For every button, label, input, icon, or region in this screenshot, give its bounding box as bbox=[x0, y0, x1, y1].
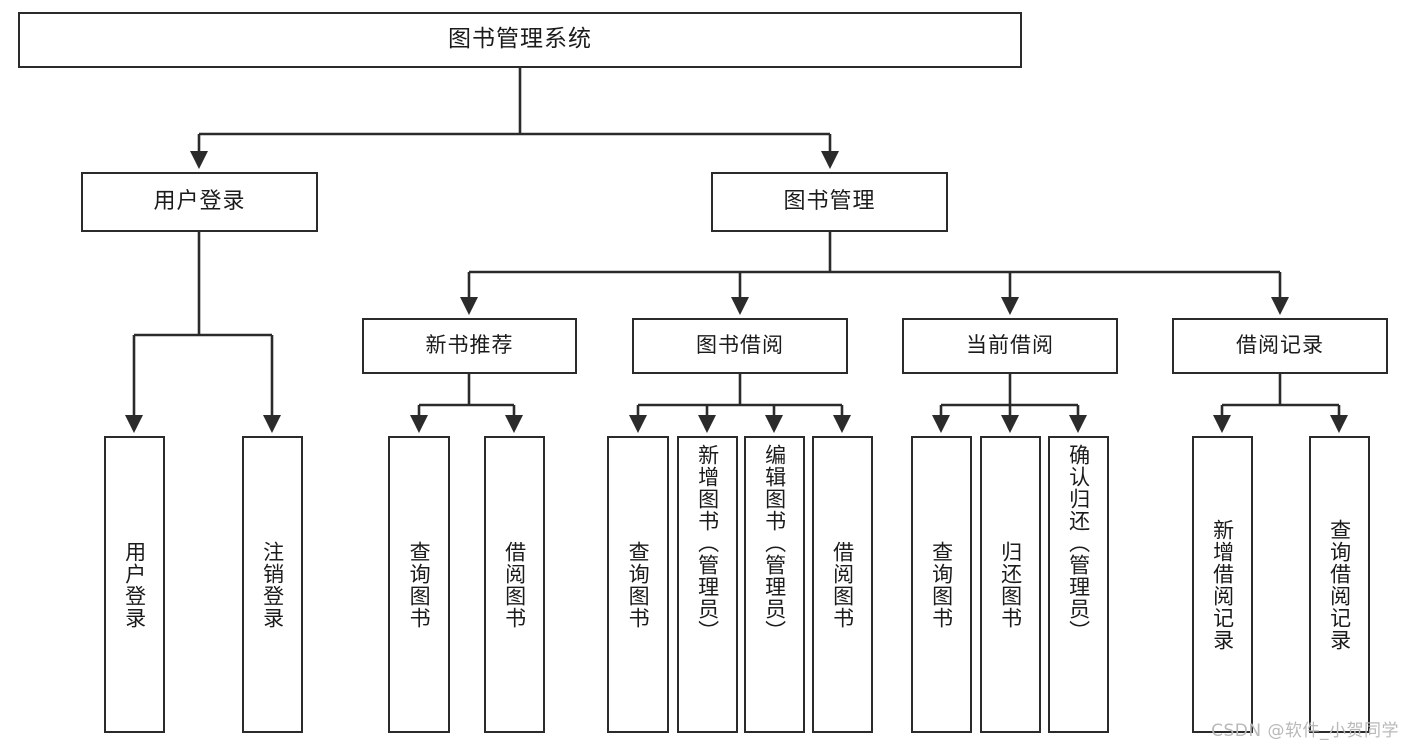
node-user-login[interactable]: 用户登录 bbox=[81, 172, 318, 232]
watermark: CSDN @软件_小贺同学 bbox=[1211, 721, 1399, 741]
node-root-label: 图书管理系统 bbox=[448, 26, 592, 53]
node-book-manage-label: 图书管理 bbox=[783, 188, 876, 214]
leaf-label: 编辑图书（管理员） bbox=[762, 444, 787, 642]
node-borrow-record[interactable]: 借阅记录 bbox=[1172, 318, 1388, 374]
node-current-borrow[interactable]: 当前借阅 bbox=[902, 318, 1118, 374]
leaf-user-login-login[interactable]: 用户登录 bbox=[104, 436, 165, 733]
leaf-book-borrow-borrow[interactable]: 借阅图书 bbox=[812, 436, 873, 733]
leaf-label: 确认归还（管理员） bbox=[1066, 444, 1091, 642]
leaf-label: 借阅图书 bbox=[502, 540, 527, 629]
node-user-login-label: 用户登录 bbox=[153, 188, 246, 214]
leaf-label: 新增借阅记录 bbox=[1210, 518, 1235, 651]
leaf-book-borrow-add[interactable]: 新增图书（管理员） bbox=[677, 436, 738, 733]
node-book-manage[interactable]: 图书管理 bbox=[711, 172, 948, 232]
node-book-borrow-label: 图书借阅 bbox=[696, 333, 784, 358]
leaf-current-borrow-return[interactable]: 归还图书 bbox=[980, 436, 1041, 733]
node-current-borrow-label: 当前借阅 bbox=[966, 333, 1054, 358]
node-new-book-recommend[interactable]: 新书推荐 bbox=[362, 318, 577, 374]
leaf-label: 查询图书 bbox=[626, 540, 651, 629]
leaf-new-book-query[interactable]: 查询图书 bbox=[388, 436, 450, 733]
leaf-user-login-logout[interactable]: 注销登录 bbox=[242, 436, 303, 733]
leaf-current-borrow-confirm[interactable]: 确认归还（管理员） bbox=[1048, 436, 1109, 733]
leaf-new-book-borrow[interactable]: 借阅图书 bbox=[484, 436, 545, 733]
leaf-label: 用户登录 bbox=[122, 540, 147, 629]
leaf-current-borrow-query[interactable]: 查询图书 bbox=[911, 436, 972, 733]
leaf-borrow-record-query[interactable]: 查询借阅记录 bbox=[1309, 436, 1370, 733]
node-root[interactable]: 图书管理系统 bbox=[18, 12, 1022, 68]
leaf-borrow-record-add[interactable]: 新增借阅记录 bbox=[1192, 436, 1253, 733]
leaf-label: 查询借阅记录 bbox=[1327, 518, 1352, 651]
node-book-borrow[interactable]: 图书借阅 bbox=[632, 318, 848, 374]
node-borrow-record-label: 借阅记录 bbox=[1236, 333, 1324, 358]
leaf-label: 查询图书 bbox=[407, 540, 432, 629]
leaf-label: 查询图书 bbox=[929, 540, 954, 629]
leaf-book-borrow-query[interactable]: 查询图书 bbox=[607, 436, 669, 733]
leaf-label: 归还图书 bbox=[998, 540, 1023, 629]
leaf-label: 注销登录 bbox=[260, 540, 285, 629]
node-new-book-recommend-label: 新书推荐 bbox=[425, 333, 514, 358]
leaf-book-borrow-edit[interactable]: 编辑图书（管理员） bbox=[744, 436, 805, 733]
leaf-label: 新增图书（管理员） bbox=[695, 444, 720, 642]
leaf-label: 借阅图书 bbox=[830, 540, 855, 629]
